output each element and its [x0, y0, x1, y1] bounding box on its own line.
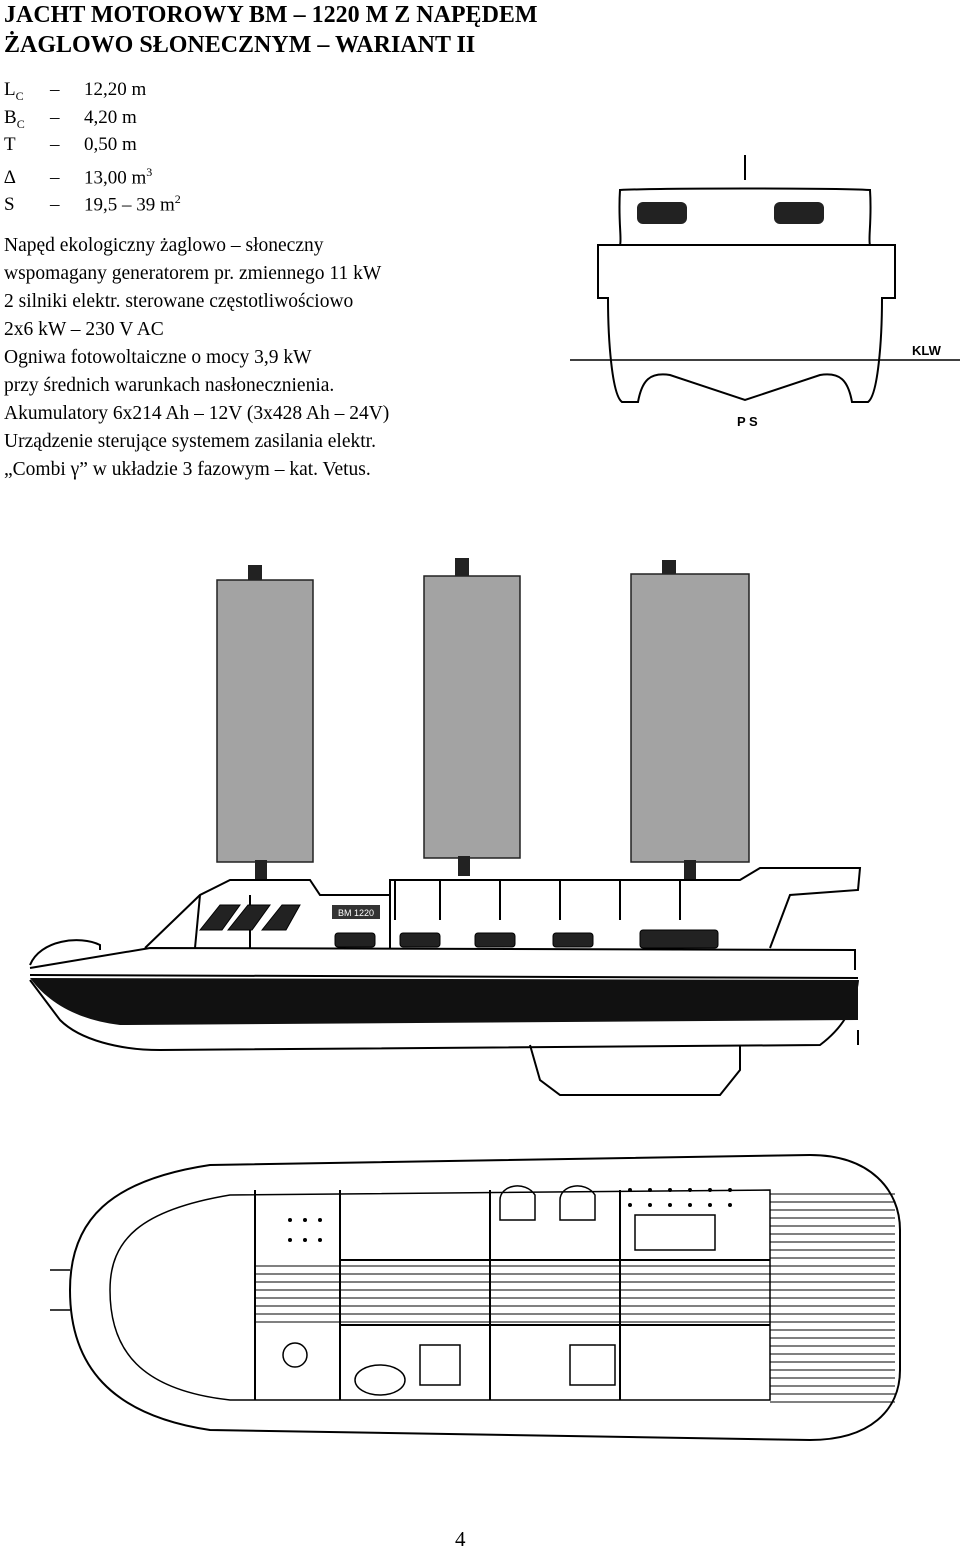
side-view-drawing: BM 1220	[29, 558, 862, 1096]
description-line: 2x6 kW – 230 V AC	[4, 319, 164, 340]
waterline-label: KLW	[912, 343, 942, 358]
hull-badge	[332, 905, 380, 919]
hull-outline	[68, 1153, 901, 1442]
front-window-left	[637, 202, 687, 224]
document-title: JACHT MOTOROWY BM – 1220 M Z NAPĘDEM ŻAG…	[4, 0, 538, 60]
spec-displacement: ∆ – 13,00 m3	[4, 164, 153, 188]
spec-draft: T – 0,50 m	[4, 134, 137, 155]
side-window-large	[639, 929, 719, 949]
side-window	[399, 932, 441, 948]
description-line: Akumulatory 6x214 Ah – 12V (3x428 Ah – 2…	[4, 403, 390, 424]
side-window	[474, 932, 516, 948]
side-window	[334, 932, 376, 948]
deck-plan-drawing	[50, 1153, 901, 1442]
mast-base-3	[684, 860, 696, 880]
spec-length: LC – 12,20 m	[4, 79, 147, 103]
hull-badge-text: BM 1220	[338, 908, 374, 918]
bow-window-3	[260, 904, 301, 931]
description-line: „Combi γ” w układzie 3 fazowym – kat. Ve…	[4, 459, 371, 480]
title-line-2: ŻAGLOWO SŁONECZNYM – WARIANT II	[4, 32, 476, 58]
mast-base-1	[255, 860, 267, 880]
description-line: 2 silniki elektr. sterowane częstotliwoś…	[4, 291, 354, 312]
bow-window-2	[226, 904, 271, 931]
sail-3	[630, 573, 750, 863]
spec-sail-area: S – 19,5 – 39 m2	[4, 192, 181, 216]
description-line: Urządzenie sterujące systemem zasilania …	[4, 431, 376, 452]
description-line: przy średnich warunkach nasłonecznienia.	[4, 375, 335, 396]
description-line: wspomagany generatorem pr. zmiennego 11 …	[4, 263, 382, 284]
front-view-drawing: KLW P S	[570, 155, 960, 429]
description-text: Napęd ekologiczny żaglowo – słoneczny ws…	[4, 232, 389, 484]
sail-2	[423, 575, 521, 859]
front-window-right	[774, 202, 824, 224]
sail-1	[216, 579, 314, 863]
port-starboard-label: P S	[737, 414, 758, 429]
bow-window-1	[198, 904, 241, 931]
side-window	[552, 932, 594, 948]
hull-stripe	[30, 978, 858, 1025]
aft-deck-hatching	[770, 1190, 895, 1405]
specification-list: LC – 12,20 m BC – 4,20 m T – 0,50 m ∆ – …	[4, 76, 181, 216]
spec-beam: BC – 4,20 m	[4, 106, 137, 131]
mast-head-2	[455, 558, 469, 576]
mast-base-2	[458, 856, 470, 876]
floor-hatching	[255, 1260, 770, 1325]
title-line-1: JACHT MOTOROWY BM – 1220 M Z NAPĘDEM	[4, 2, 538, 28]
page-number: 4	[455, 1527, 466, 1551]
mast-head-1	[248, 565, 262, 583]
description-line: Napęd ekologiczny żaglowo – słoneczny	[4, 235, 324, 256]
description-line: Ogniwa fotowoltaiczne o mocy 3,9 kW	[4, 347, 312, 368]
mast-head-3	[662, 560, 676, 576]
